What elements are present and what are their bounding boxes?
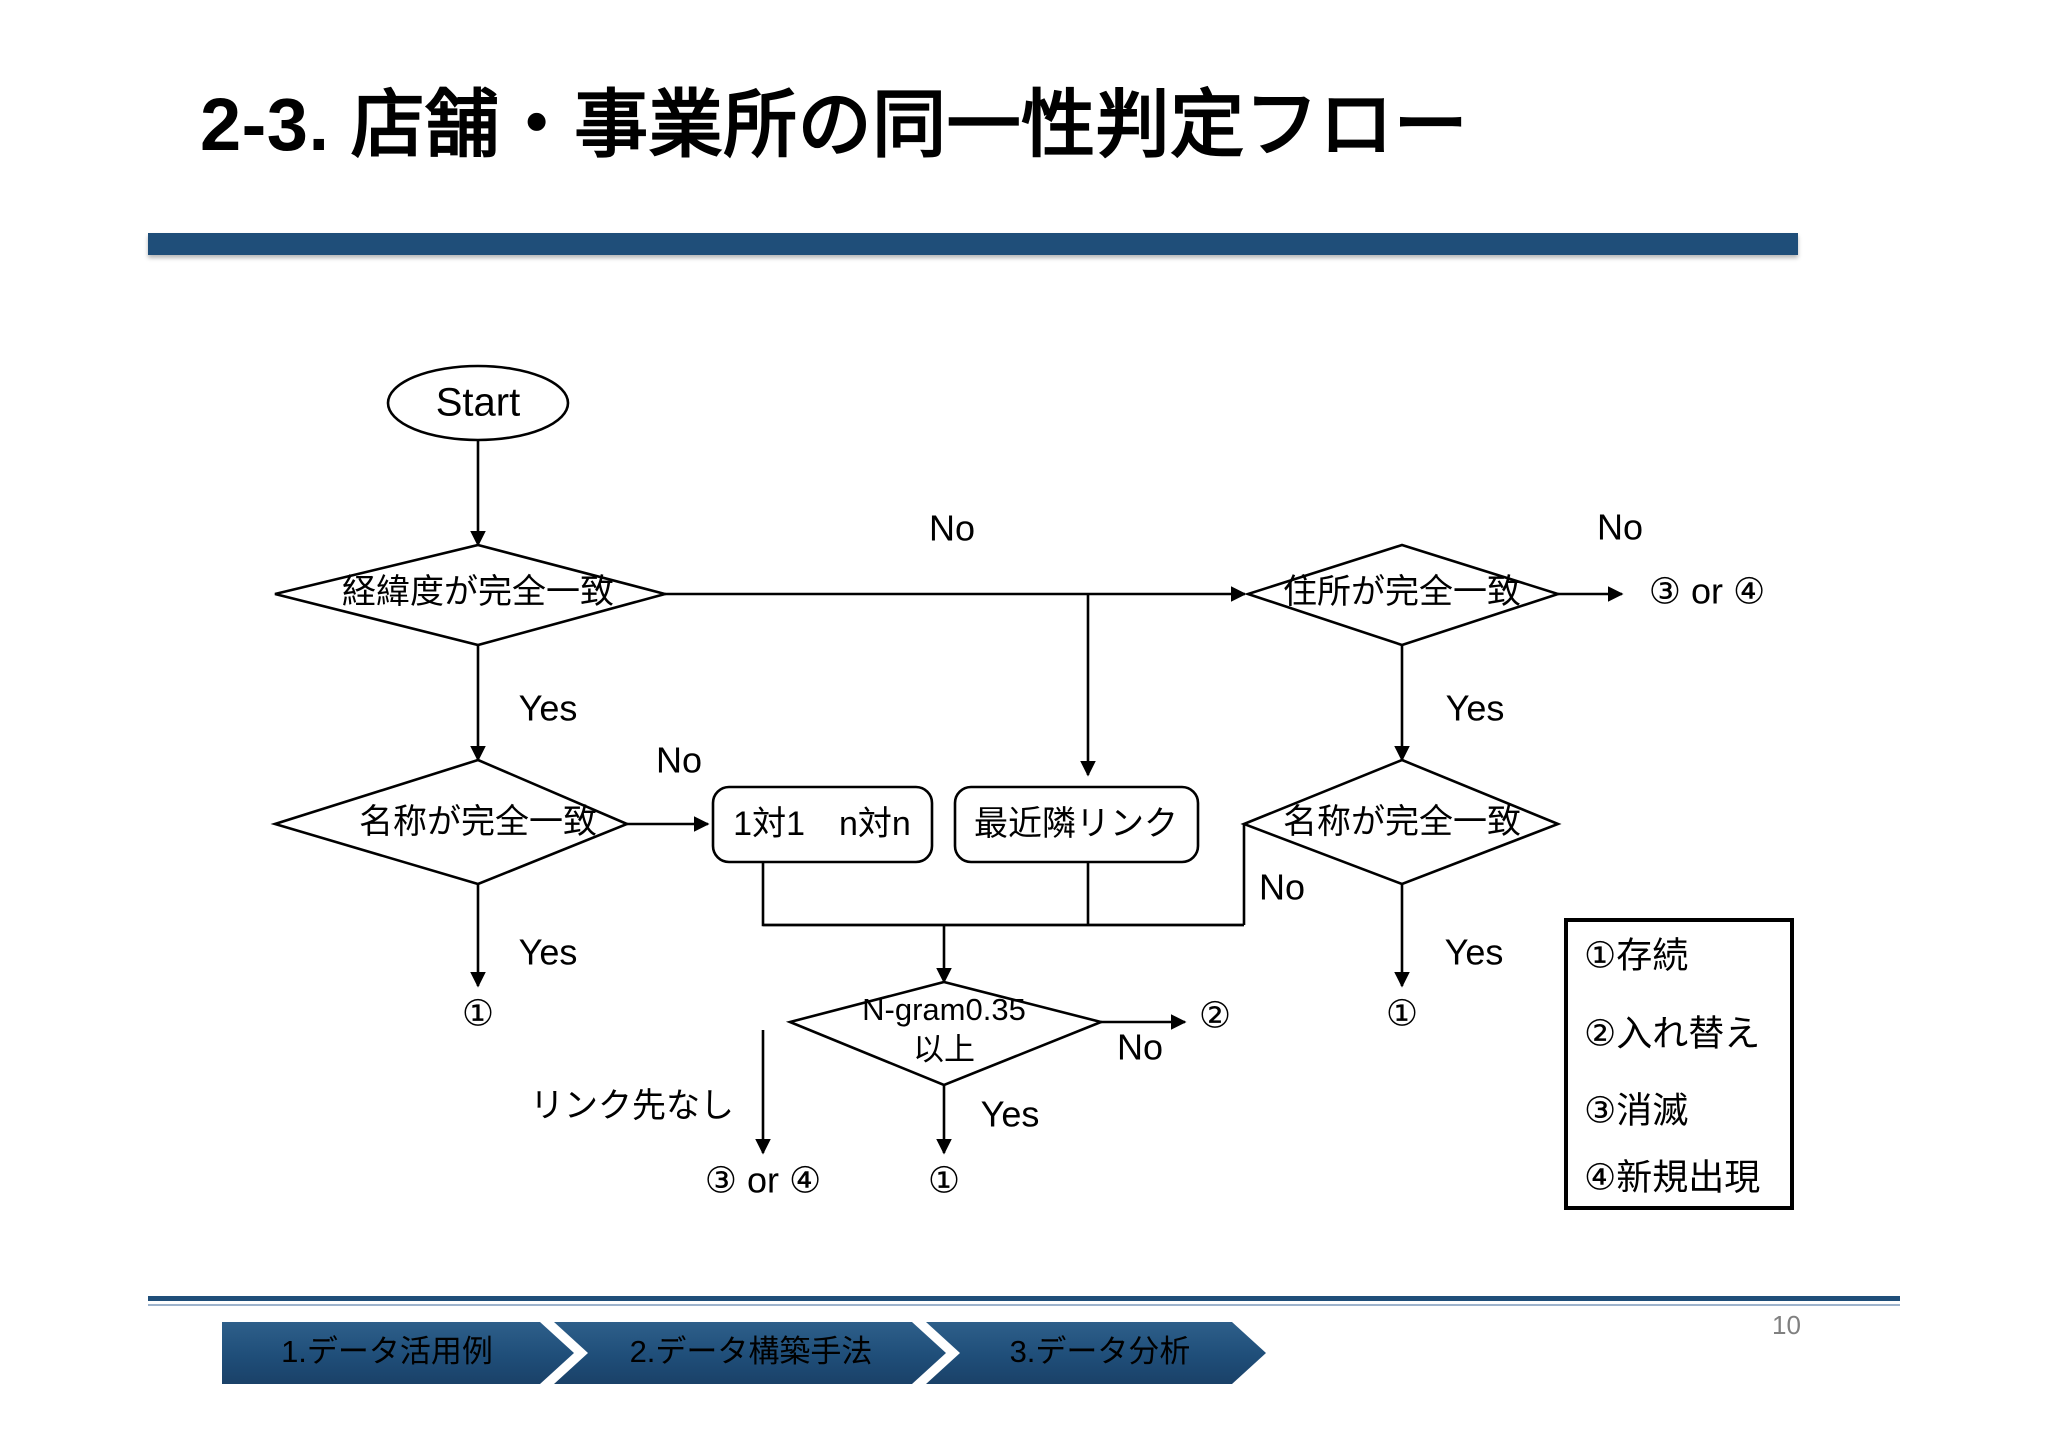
terminal-ngram-yes: ①: [928, 1160, 960, 1201]
decision-address-match[interactable]: [1243, 543, 1563, 647]
decision-geo-match-label: 経緯度が完全一致: [342, 573, 614, 611]
nav-chip-1-label: 1.データ活用例: [281, 1334, 493, 1369]
decision-name-match-right-label: 名称が完全一致: [1283, 803, 1521, 841]
edge-label-name-right-yes: Yes: [1445, 932, 1504, 973]
terminal-address-no: ③ or ④: [1649, 571, 1766, 612]
title-underline-bar: [148, 233, 1798, 255]
edge-label-geo-yes: Yes: [519, 688, 578, 729]
edge-label-name-right-no: No: [1259, 867, 1305, 908]
legend-item-3: ③消滅: [1584, 1090, 1688, 1131]
decision-address-match-label: 住所が完全一致: [1283, 573, 1521, 611]
page-title: 2-3. 店舗・事業所の同一性判定フロー: [200, 83, 1469, 166]
decision-ngram-threshold[interactable]: [785, 980, 1106, 1087]
nav-chip-2[interactable]: [554, 1322, 946, 1384]
footer-breadcrumb-nav: 1.データ活用例 2.データ構築手法 3.データ分析: [222, 1322, 1266, 1384]
page-number: 10: [1772, 1310, 1801, 1340]
edge-label-address-no: No: [1597, 507, 1643, 548]
edge-label-ngram-no: No: [1117, 1027, 1163, 1068]
footer-divider-secondary: [148, 1304, 1900, 1306]
decision-name-match-left-label: 名称が完全一致: [359, 803, 597, 841]
decision-name-match-right[interactable]: [1240, 758, 1562, 886]
legend-item-4: ④新規出現: [1584, 1157, 1760, 1198]
process-nearest-link[interactable]: [953, 785, 1200, 864]
process-one-to-one[interactable]: [711, 785, 934, 864]
edge-label-name-left-yes: Yes: [519, 932, 578, 973]
start-node[interactable]: [386, 364, 570, 442]
footer-divider-primary: [148, 1296, 1900, 1301]
edge-label-geo-no: No: [929, 508, 975, 549]
terminal-no-link: ③ or ④: [705, 1160, 822, 1201]
edge-label-name-left-no: No: [656, 740, 702, 781]
connector-one-to-one-to-bus: [761, 862, 1244, 927]
decision-ngram-threshold-label-line2: 以上: [913, 1032, 975, 1067]
nav-chip-3-label: 3.データ分析: [1010, 1334, 1191, 1369]
decision-name-match-left[interactable]: [270, 758, 631, 886]
edge-label-address-yes: Yes: [1446, 688, 1505, 729]
legend-item-2: ②入れ替え: [1584, 1013, 1760, 1054]
terminal-name-left-yes: ①: [462, 993, 494, 1034]
start-node-label: Start: [436, 381, 520, 425]
edge-label-ngram-yes: Yes: [981, 1094, 1040, 1135]
nav-chip-3[interactable]: [926, 1322, 1266, 1384]
legend-item-1: ①存続: [1584, 935, 1688, 976]
edge-label-no-link-target: リンク先なし: [530, 1087, 734, 1125]
terminal-name-right-yes: ①: [1386, 993, 1418, 1034]
process-one-to-one-label: 1対1 n対n: [733, 805, 911, 843]
terminal-ngram-no: ②: [1199, 995, 1231, 1036]
nav-chip-1[interactable]: [222, 1322, 574, 1384]
legend-panel: [1564, 918, 1794, 1210]
decision-geo-match[interactable]: [274, 543, 671, 647]
process-nearest-link-label: 最近隣リンク: [974, 805, 1178, 843]
decision-ngram-threshold-label-line1: N‐gram0.35: [862, 992, 1026, 1027]
nav-chip-2-label: 2.データ構築手法: [630, 1334, 873, 1369]
